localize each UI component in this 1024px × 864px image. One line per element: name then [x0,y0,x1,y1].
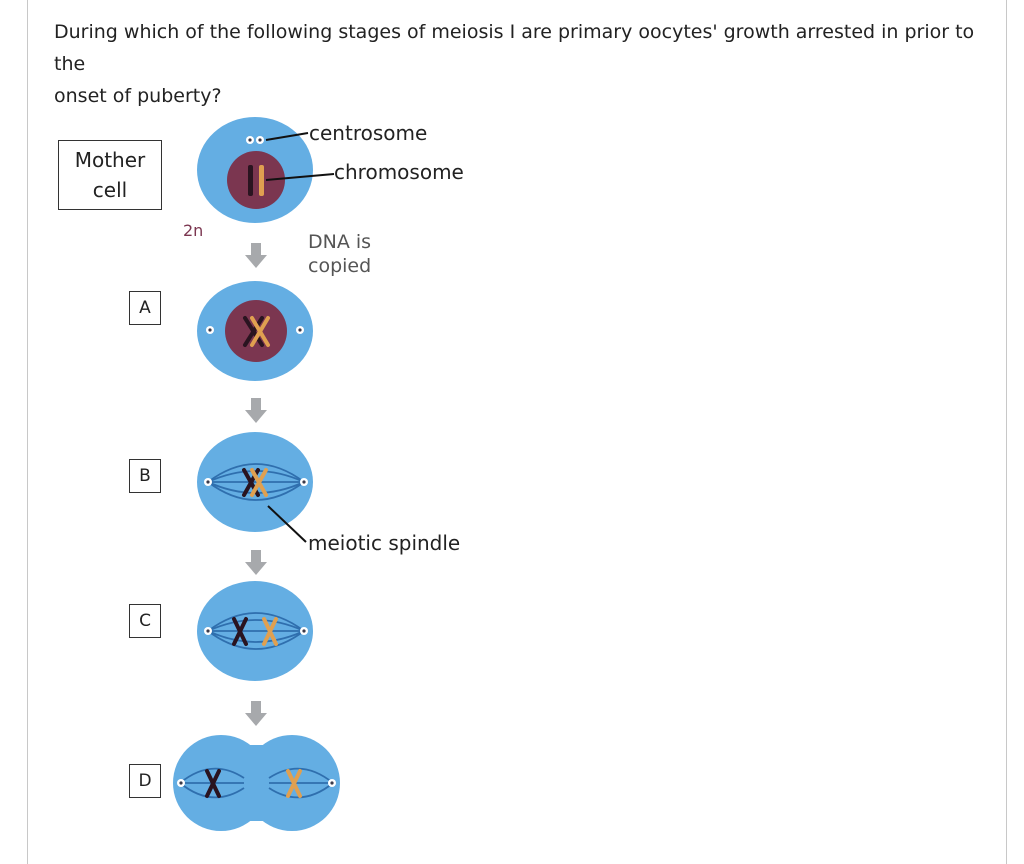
mother-cell-label-line2: cell [92,178,128,202]
chromosome-orange [259,165,264,196]
content-frame [27,0,1007,864]
stage-b-label[interactable]: B [129,459,161,493]
centrosome-dot [328,779,336,787]
centrosome-dot [177,779,185,787]
centrosome-dot [296,326,304,334]
chromosome-label: chromosome [334,160,464,184]
chromatid-dark [243,316,264,347]
centrosome-dot [246,136,254,144]
cleavage-furrow [249,745,264,821]
stage-c-label[interactable]: C [129,604,161,638]
down-arrow-icon [245,701,267,726]
chromatid-orange [286,769,302,798]
centrosome-pointer [265,132,309,141]
mother-cell-label-line1: Mother [74,148,146,172]
dna-copied-label-line1: DNA is [308,231,371,253]
centrosome-dot [206,326,214,334]
cell-stage-d [173,735,340,831]
down-arrow-icon [245,243,267,268]
ploidy-label: 2n [183,221,203,240]
centrosome-label: centrosome [309,121,427,145]
chromatid-orange [250,316,270,347]
centrosome-dot [300,627,308,635]
spindle-pointer [267,505,307,543]
cell-stage-b [197,432,313,532]
question-line-1: During which of the following stages of … [54,21,975,75]
spindle-fibers [207,463,305,501]
chromatid-dark [205,769,221,798]
chromatid-orange [250,468,268,497]
chromatid-orange [262,617,278,646]
question-line-2: onset of puberty? [54,85,222,107]
dna-copied-label-line2: copied [308,255,371,277]
centrosome-dot [204,627,212,635]
cell-stage-a [197,281,313,381]
mother-cell-label-box: Mother cell [58,140,162,210]
spindle-fibers [207,612,305,650]
centrosome-dot [204,478,212,486]
question-text: During which of the following stages of … [54,16,994,112]
down-arrow-icon [245,550,267,575]
mother-cell-nucleus [227,151,285,209]
centrosome-dot [300,478,308,486]
mother-cell [197,117,313,223]
down-arrow-icon [245,398,267,423]
centrosome-dot [256,136,264,144]
cell-stage-c [197,581,313,681]
stage-a-label[interactable]: A [129,291,161,325]
chromatid-dark [232,617,248,646]
chromosome-dark [248,165,253,196]
chromosome-pointer [265,173,335,181]
stage-d-label[interactable]: D [129,764,161,798]
meiotic-spindle-label: meiotic spindle [308,531,460,555]
